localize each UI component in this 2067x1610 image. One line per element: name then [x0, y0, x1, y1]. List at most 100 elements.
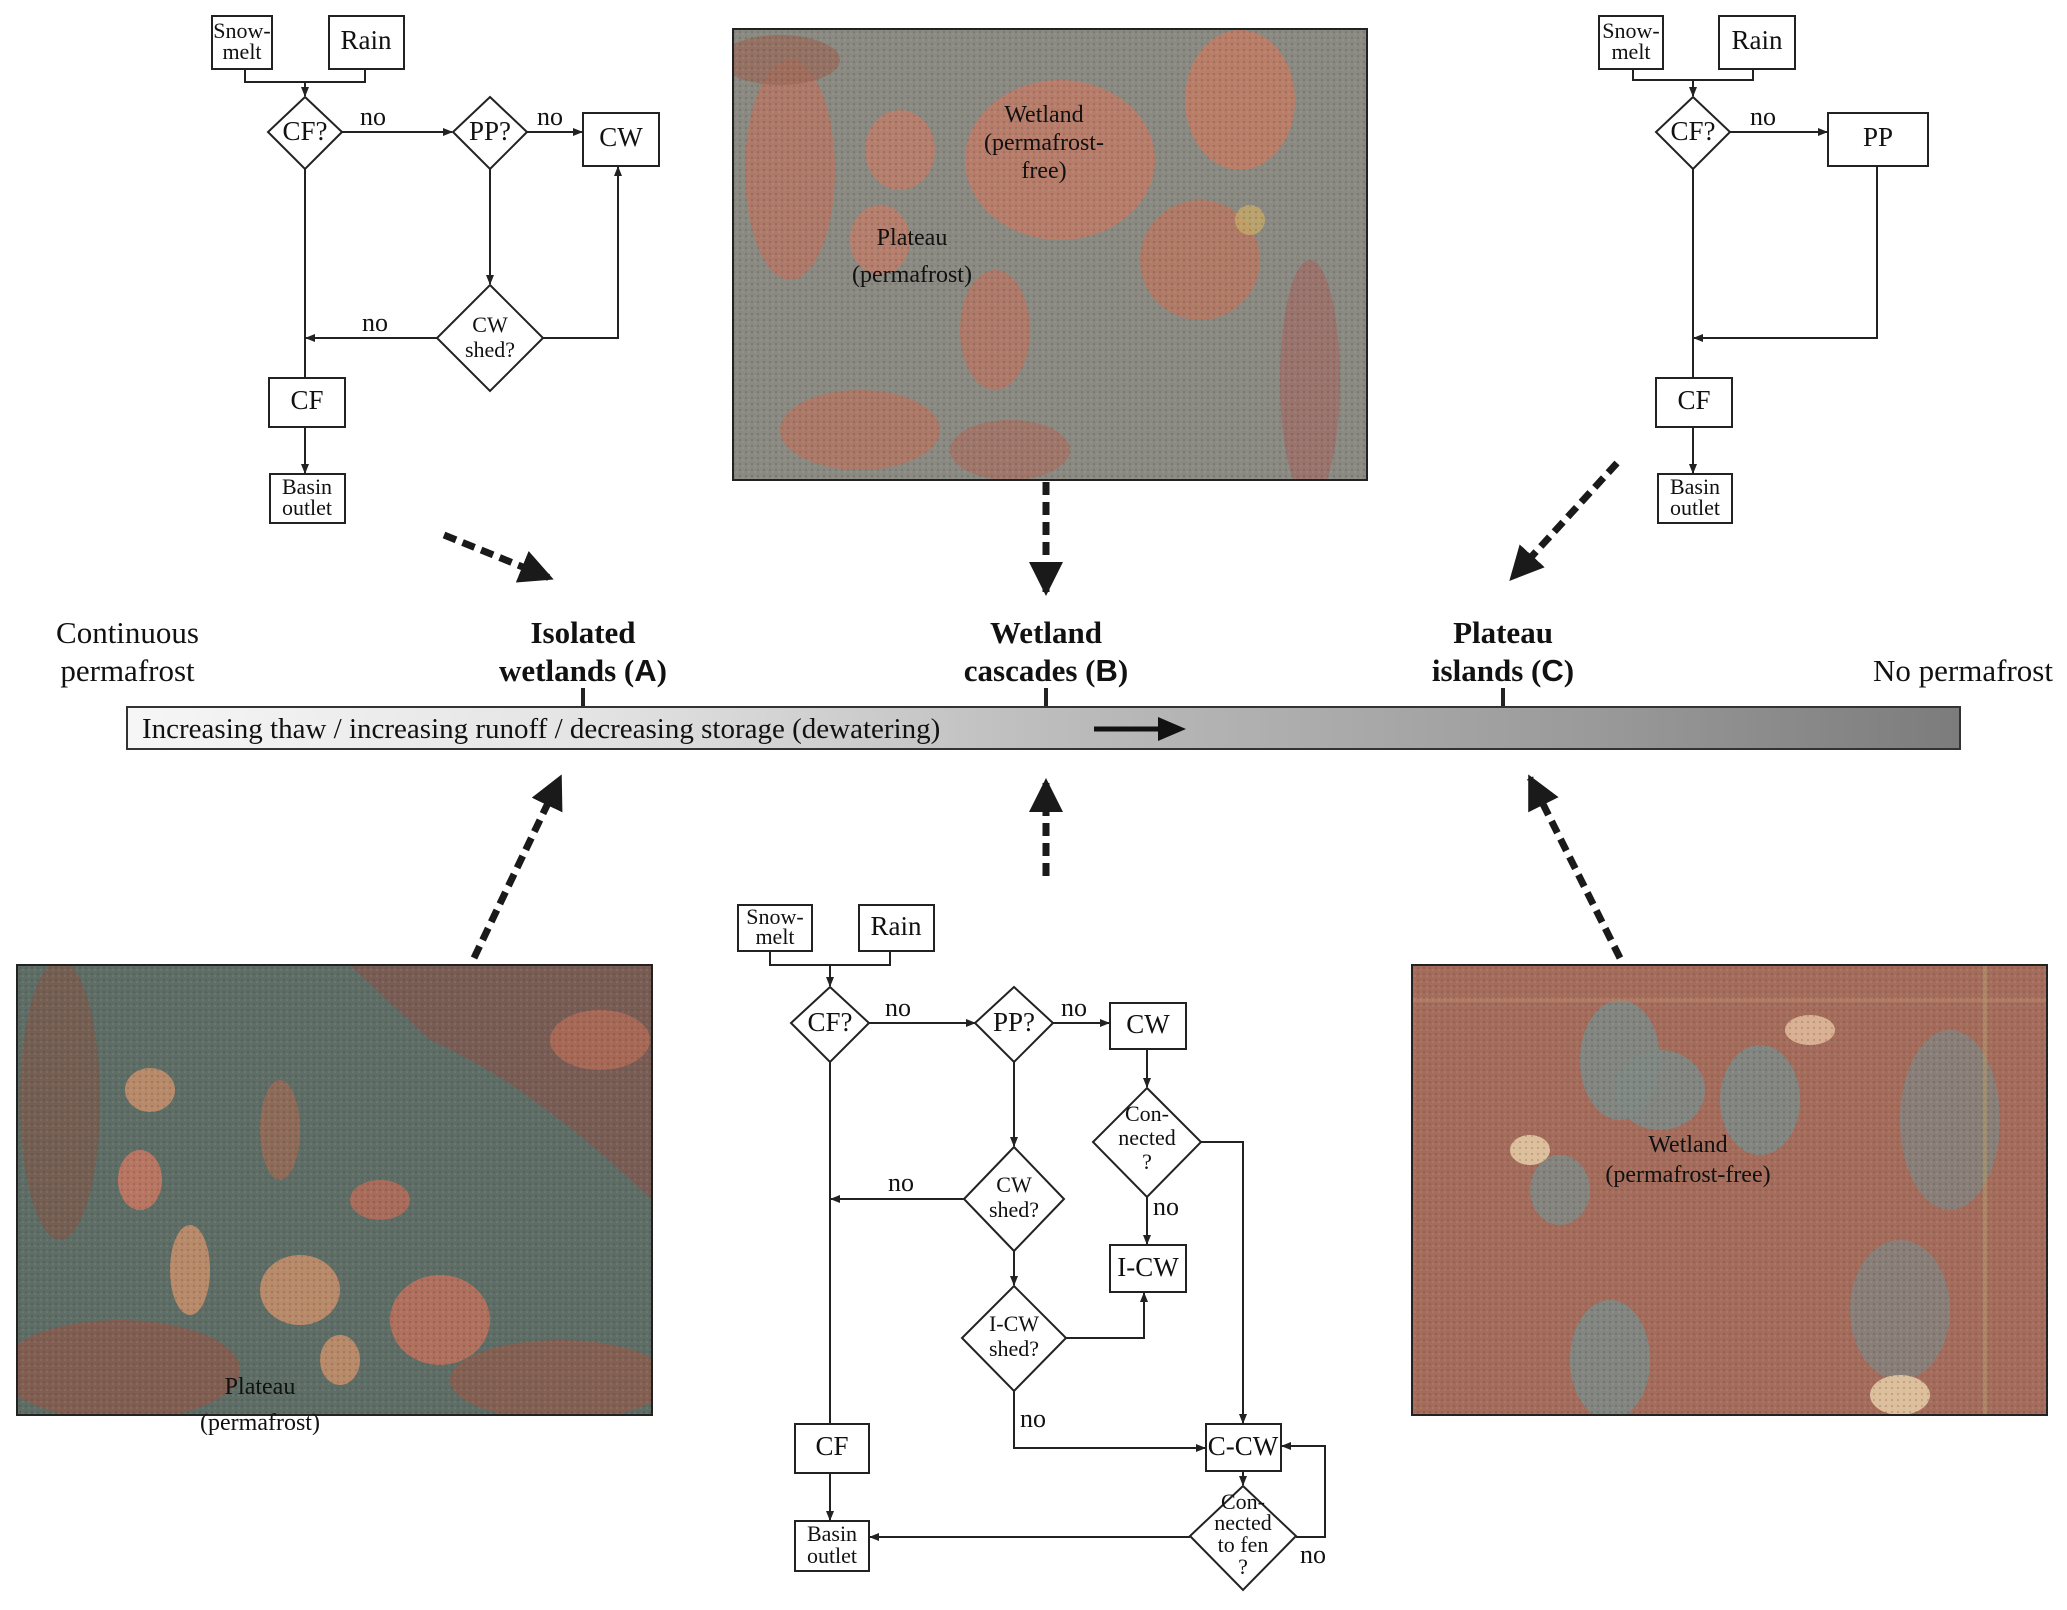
node-c-cw-label: C-CW [1208, 1431, 1279, 1461]
node-cw-shed-line2: shed? [989, 1197, 1039, 1222]
node-rain [328, 15, 405, 70]
edge-label-no: no [1750, 102, 1776, 131]
stage-label-close: ) [656, 653, 667, 688]
edge-label-no: no [360, 102, 386, 131]
left-end-label-line1: Continuous [56, 615, 199, 650]
stage-letter: C [1541, 653, 1564, 688]
aerial-photo-wetland-cascades [733, 29, 1367, 480]
stage-label-line2: wetlands ( [499, 653, 635, 688]
photo-label-plateau: (permafrost) [852, 262, 972, 288]
node-pp-label: PP [1863, 122, 1893, 152]
photo-label-wetland: (permafrost- [984, 130, 1104, 156]
edge-cwshed-yes-to-cw [543, 166, 622, 339]
node-rain-label: Rain [1732, 25, 1783, 55]
node-rain-label: Rain [341, 25, 392, 55]
photo-label-wetland: (permafrost-free) [1605, 1162, 1770, 1188]
node-basin-outlet [794, 1520, 870, 1572]
stage-label-line1: Plateau [1453, 615, 1553, 650]
node-connected-line1: Con- [1125, 1101, 1169, 1126]
dashed-arrow-photo-to-isolated [470, 774, 564, 960]
node-basin-outlet-line2: outlet [282, 495, 332, 520]
stage-tick-c [1501, 688, 1505, 706]
photo-label-plateau: Plateau [225, 1374, 296, 1400]
node-basin-outlet-line1: Basin [807, 1521, 857, 1546]
stage-label-line2: islands ( [1431, 653, 1542, 688]
node-snowmelt-line2: melt [222, 39, 261, 64]
stage-label-close: ) [1117, 653, 1129, 688]
node-snowmelt [1598, 15, 1664, 70]
node-pp [1827, 112, 1929, 167]
stage-label-plateau-islands: Plateau islands (C) [1383, 614, 1623, 690]
node-basin-outlet [269, 473, 346, 524]
stage-tick-a [581, 688, 585, 706]
edge-inputs-merge [1632, 69, 1754, 81]
node-i-cw-label: I-CW [1117, 1252, 1179, 1282]
edge-label-no: no [1300, 1540, 1326, 1569]
edge-fen-no-to-ccw [1281, 1442, 1326, 1538]
node-snowmelt-line2: melt [755, 924, 794, 949]
node-cw-label: CW [1126, 1009, 1170, 1039]
node-cf [268, 377, 346, 428]
left-end-label: Continuous permafrost [40, 614, 215, 690]
node-fen-line1: Con- [1221, 1489, 1265, 1514]
node-cf-label: CF [290, 385, 323, 415]
aerial-photo-plateau-islands [1412, 965, 2047, 1415]
node-i-cw-shed-line1: I-CW [989, 1311, 1039, 1336]
node-fen-line3: to fen [1218, 1532, 1269, 1557]
aerial-photo-isolated-wetlands [17, 965, 652, 1415]
photo-frame [16, 964, 653, 1416]
node-snowmelt [737, 904, 813, 952]
stage-label-isolated-wetlands: Isolated wetlands (A) [463, 614, 703, 690]
edge-icwshed-yes-to-icw [1066, 1292, 1148, 1339]
right-end-label: No permafrost [1873, 653, 2053, 688]
stage-letter: B [1095, 653, 1118, 688]
node-basin-outlet [1657, 473, 1733, 524]
node-connected-to-fen-question [1188, 1484, 1298, 1592]
stage-label-close: ) [1563, 653, 1575, 688]
photo-label-plateau: (permafrost) [200, 1410, 320, 1436]
node-basin-outlet-line1: Basin [282, 474, 332, 499]
stage-label-line1: Isolated [530, 615, 636, 650]
edge-connected-yes-to-ccw [1201, 1141, 1247, 1424]
edge-label-no: no [888, 1168, 914, 1197]
edge-inputs-merge [769, 951, 891, 966]
stage-letter: A [634, 653, 657, 688]
left-end-label-line2: permafrost [60, 653, 195, 688]
photo-frame [732, 28, 1368, 481]
node-cf-label: CF [815, 1431, 848, 1461]
node-basin-outlet-line2: outlet [1670, 495, 1720, 520]
node-cw-shed-question [435, 283, 545, 393]
edge-label-no: no [885, 993, 911, 1022]
node-pp-question-label: PP? [993, 1007, 1035, 1037]
flowchart-isolated-wetlands: Snow- melt Rain CF? no PP? no CW CW shed… [211, 15, 660, 524]
edge-label-no: no [537, 102, 563, 131]
dashed-arrow-flowchart-a-to-isolated [442, 531, 554, 583]
node-cw-shed-line1: CW [996, 1172, 1032, 1197]
photo-frame [1411, 964, 2048, 1416]
node-cf-label: CF [1677, 385, 1710, 415]
node-basin-outlet-line2: outlet [807, 1543, 857, 1568]
node-fen-line4: ? [1238, 1554, 1248, 1579]
edge-icwshed-no-to-ccw [1013, 1391, 1206, 1452]
node-rain-label: Rain [871, 911, 922, 941]
thaw-gradient-bar: Increasing thaw / increasing runoff / de… [126, 706, 1961, 750]
node-cf-question-label: CF? [807, 1007, 852, 1037]
node-cf-question-label: CF? [1670, 116, 1715, 146]
edge-pp-to-cf [1693, 166, 1878, 342]
node-cw-label: CW [599, 122, 643, 152]
edge-label-no: no [1153, 1192, 1179, 1221]
stage-label-wetland-cascades: Wetland cascades (B) [926, 614, 1166, 690]
flowchart-wetland-cascades: Snow- melt Rain CF? no PP? no CW Con- ne… [737, 904, 1326, 1592]
node-connected-line3: ? [1142, 1149, 1152, 1174]
node-rain [858, 904, 935, 952]
node-rain [1718, 15, 1796, 70]
node-i-cw [1109, 1244, 1187, 1293]
node-basin-outlet-line1: Basin [1670, 474, 1720, 499]
node-fen-line2: nected [1214, 1510, 1271, 1535]
node-connected-line2: nected [1118, 1125, 1175, 1150]
photo-label-wetland: Wetland [1648, 1132, 1727, 1158]
node-i-cw-shed-line2: shed? [989, 1336, 1039, 1361]
node-cf-question-label: CF? [282, 116, 327, 146]
node-snowmelt-line1: Snow- [746, 904, 803, 929]
